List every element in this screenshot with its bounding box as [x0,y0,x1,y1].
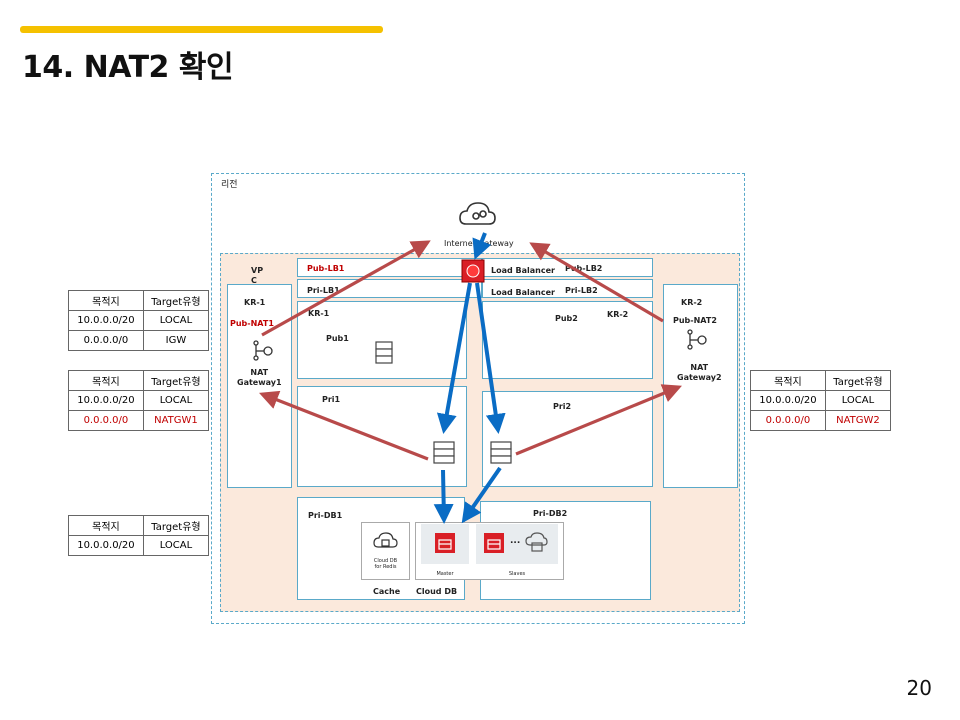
blue-arrow-lb-to-pri1 [436,282,472,434]
red-arrow-nat1-to-igw [261,240,431,337]
vpc-label: VP C [251,266,264,285]
load-balancer-pub-label: Load Balancer [491,266,555,275]
kr2-inner-label: KR-2 [607,310,629,319]
load-balancer-icon [461,259,485,283]
rt1-target: IGW [142,330,210,351]
cloud-db-label: Cloud DB [416,587,458,596]
rt3-header-target: Target유형 [824,370,892,391]
cache-label: Cache [373,587,401,596]
nat-gateway1-icon [253,340,273,361]
page-title: 14. NAT2 확인 [22,50,234,85]
rt3-header-dest: 목적지 [750,370,826,391]
slaves-label: Slaves [508,571,526,577]
nat-gateway2-icon [687,329,707,350]
slave-db-icon-red [484,533,504,553]
master-label: Master [436,571,454,577]
rt1-header-target: Target유형 [142,290,210,311]
pri2-label: Pri2 [553,402,572,411]
pub-nat1-subnet [227,284,292,488]
blue-arrow-pri1-to-master [433,469,454,524]
pri-db2-label: Pri-DB2 [533,509,568,518]
cache-box [361,522,410,580]
blue-arrow-igw-to-lb [472,232,492,260]
nat-gateway1-label: NAT Gateway1 [237,368,282,387]
kr1-inner-label: KR-1 [308,309,330,318]
rt1-dest: 10.0.0.0/20 [68,310,144,331]
blue-arrow-lb-to-pri2 [475,282,506,434]
pub-lb2-label: Pub-LB2 [565,264,603,273]
pri2-subnet [482,391,653,487]
region-box [211,173,745,624]
red-arrow-nat2-to-igw [529,242,664,323]
rt2-target: NATGW1 [142,410,210,431]
rt4-target: LOCAL [142,535,210,556]
rt2-dest: 0.0.0.0/0 [68,410,144,431]
ellipsis-label: ... [510,536,521,546]
red-arrow-pri2-to-nat2 [515,384,682,456]
rt4-dest: 10.0.0.0/20 [68,535,144,556]
region-label: 리전 [221,180,238,190]
rt3-target: NATGW2 [824,410,892,431]
master-db-icon [435,533,455,553]
redis-icon [373,532,398,548]
load-balancer-pri-label: Load Balancer [491,288,555,297]
rt1-header-dest: 목적지 [68,290,144,311]
pub-nat1-label: Pub-NAT1 [230,319,274,328]
page-number: 20 [906,676,932,700]
title-accent-bar [20,26,383,33]
rt1-dest: 0.0.0.0/0 [68,330,144,351]
pub-nat2-label: Pub-NAT2 [673,316,717,325]
rt2-header-dest: 목적지 [68,370,144,391]
pri-lb2-label: Pri-LB2 [565,286,598,295]
nat-gateway2-label: NAT Gateway2 [677,363,722,382]
pri1-subnet [297,386,467,487]
kr2-right-label: KR-2 [681,298,703,307]
red-arrow-pri1-to-nat1 [259,390,429,461]
rt4-header-dest: 목적지 [68,515,144,536]
pri-db1-label: Pri-DB1 [308,511,343,520]
blue-arrow-pri2-to-master [461,466,502,524]
rt2-header-target: Target유형 [142,370,210,391]
pri1-label: Pri1 [322,395,341,404]
pri2-server-icon [490,441,512,464]
rt2-target: LOCAL [142,390,210,411]
rt3-dest: 10.0.0.0/20 [750,390,826,411]
pub1-server-icon [375,341,393,364]
pri-lb1-subnet [297,279,482,298]
rt3-dest: 0.0.0.0/0 [750,410,826,431]
pub2-label: Pub2 [555,314,578,323]
slave-db-icon-gray [525,532,548,552]
pub2-subnet [482,301,653,379]
rt1-target: LOCAL [142,310,210,331]
rt3-target: LOCAL [824,390,892,411]
pri1-server-icon [433,441,455,464]
rt2-dest: 10.0.0.0/20 [68,390,144,411]
pub1-subnet [297,301,467,379]
pri-lb2-subnet [482,279,653,298]
internet-gateway-icon [459,202,496,225]
rt4-header-target: Target유형 [142,515,210,536]
cloud-db-redis-label: Cloud DB for Redis [373,558,398,570]
kr1-left-label: KR-1 [244,298,266,307]
pub1-label: Pub1 [326,334,349,343]
pri-lb1-label: Pri-LB1 [307,286,340,295]
pub-lb1-label: Pub-LB1 [307,264,345,273]
